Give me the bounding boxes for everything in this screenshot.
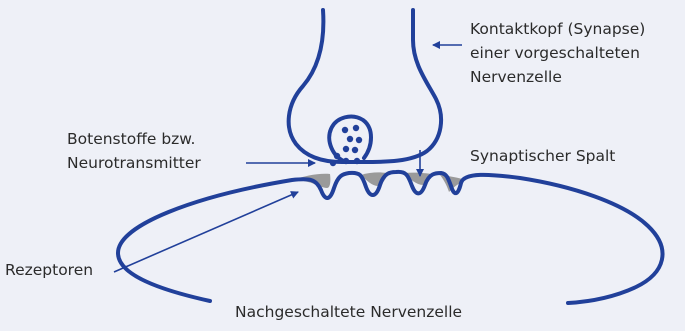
presynaptic-label: Kontaktkopf (Synapse) einer vorgeschalte… (470, 17, 645, 89)
receptors-label: Rezeptoren (5, 258, 93, 282)
postsynaptic-label: Nachgeschaltete Nervenzelle (235, 300, 462, 324)
postsynaptic-membrane (118, 172, 663, 303)
presynaptic-label-line-1: Kontaktkopf (Synapse) (470, 17, 645, 41)
presynaptic-terminal (289, 10, 441, 162)
presynaptic-label-line-2: einer vorgeschalteten (470, 41, 645, 65)
neurotransmitter-label: Botenstoffe bzw. Neurotransmitter (67, 127, 201, 175)
neurotransmitter-label-line-2: Neurotransmitter (67, 151, 201, 175)
arrow-rezeptoren (114, 192, 298, 272)
synaptic-cleft-label: Synaptischer Spalt (470, 144, 615, 168)
presynaptic-label-line-3: Nervenzelle (470, 65, 645, 89)
neurotransmitter-label-line-1: Botenstoffe bzw. (67, 127, 201, 151)
